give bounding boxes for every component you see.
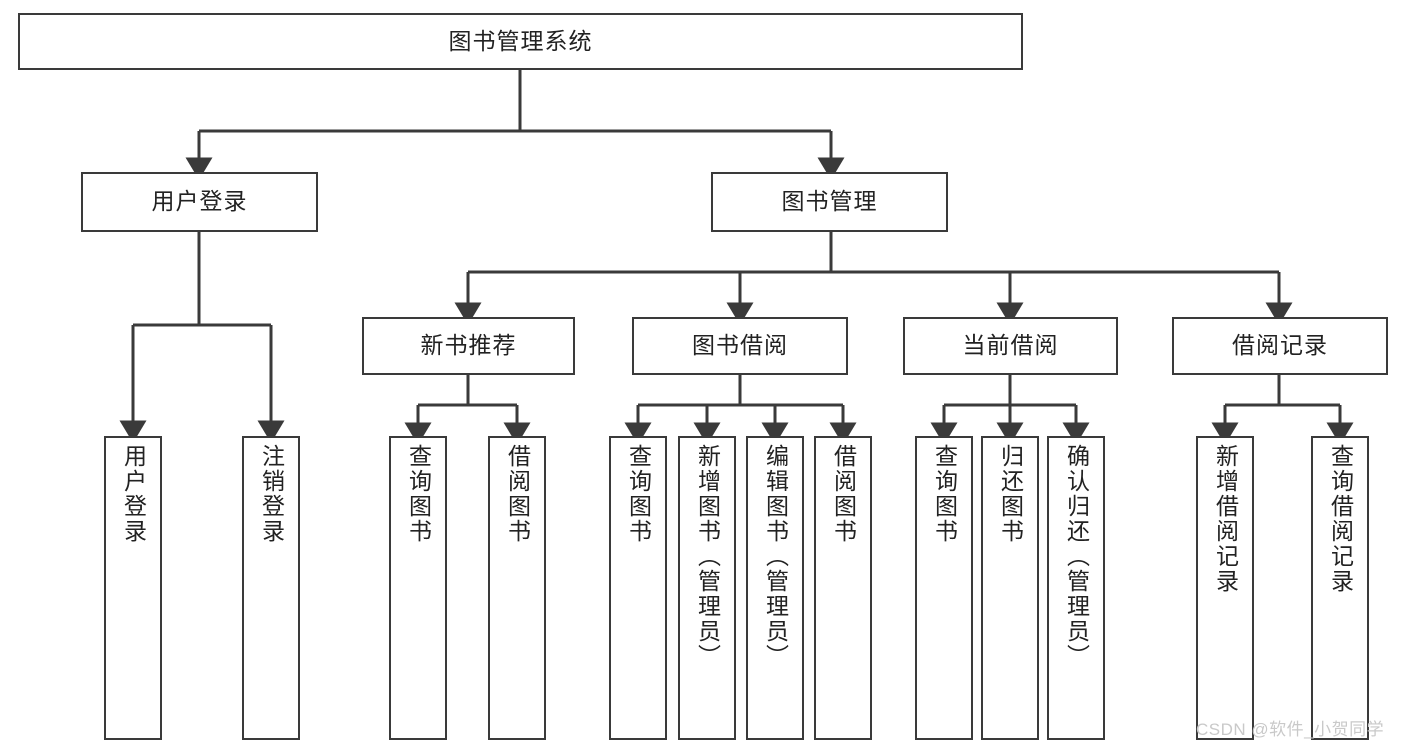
node-label: 借阅图书: [504, 444, 531, 544]
node-label: 用户登录: [151, 188, 248, 215]
leaf-query-book-newbook[interactable]: 查询图书: [389, 436, 447, 740]
leaf-add-book[interactable]: 新增图书（管理员）: [678, 436, 736, 740]
leaf-query-borrow-record[interactable]: 查询借阅记录: [1311, 436, 1369, 740]
node-label: 编辑图书（管理员）: [762, 444, 789, 669]
node-label: 图书管理系统: [448, 27, 593, 54]
leaf-query-book-current[interactable]: 查询图书: [915, 436, 973, 740]
leaf-add-borrow-record[interactable]: 新增借阅记录: [1196, 436, 1254, 740]
node-label: 查询借阅记录: [1327, 444, 1354, 594]
node-label: 图书管理: [781, 188, 878, 215]
leaf-query-book-borrow[interactable]: 查询图书: [609, 436, 667, 740]
leaf-confirm-return[interactable]: 确认归还（管理员）: [1047, 436, 1105, 740]
leaf-edit-book[interactable]: 编辑图书（管理员）: [746, 436, 804, 740]
node-label: 新增借阅记录: [1212, 444, 1239, 594]
node-label: 查询图书: [931, 444, 958, 544]
node-label: 借阅记录: [1232, 332, 1328, 359]
node-label: 注销登录: [258, 444, 285, 544]
node-label: 查询图书: [625, 444, 652, 544]
node-label: 新书推荐: [420, 332, 517, 359]
node-label: 当前借阅: [962, 332, 1059, 359]
node-label: 新增图书（管理员）: [694, 444, 721, 669]
leaf-borrow-book-newbook[interactable]: 借阅图书: [488, 436, 546, 740]
node-book-borrow[interactable]: 图书借阅: [632, 317, 848, 375]
node-label: 借阅图书: [830, 444, 857, 544]
node-label: 查询图书: [405, 444, 432, 544]
node-label: 归还图书: [997, 444, 1024, 544]
node-current-borrow[interactable]: 当前借阅: [903, 317, 1118, 375]
node-user-login[interactable]: 用户登录: [81, 172, 318, 232]
node-label: 图书借阅: [692, 332, 788, 359]
leaf-return-book[interactable]: 归还图书: [981, 436, 1039, 740]
node-borrow-record[interactable]: 借阅记录: [1172, 317, 1388, 375]
leaf-user-login[interactable]: 用户登录: [104, 436, 162, 740]
node-label: 确认归还（管理员）: [1063, 444, 1090, 669]
node-root-system[interactable]: 图书管理系统: [18, 13, 1023, 70]
node-book-management[interactable]: 图书管理: [711, 172, 948, 232]
leaf-logout-login[interactable]: 注销登录: [242, 436, 300, 740]
node-new-book-recommend[interactable]: 新书推荐: [362, 317, 575, 375]
node-label: 用户登录: [120, 444, 147, 544]
leaf-borrow-book-borrow[interactable]: 借阅图书: [814, 436, 872, 740]
